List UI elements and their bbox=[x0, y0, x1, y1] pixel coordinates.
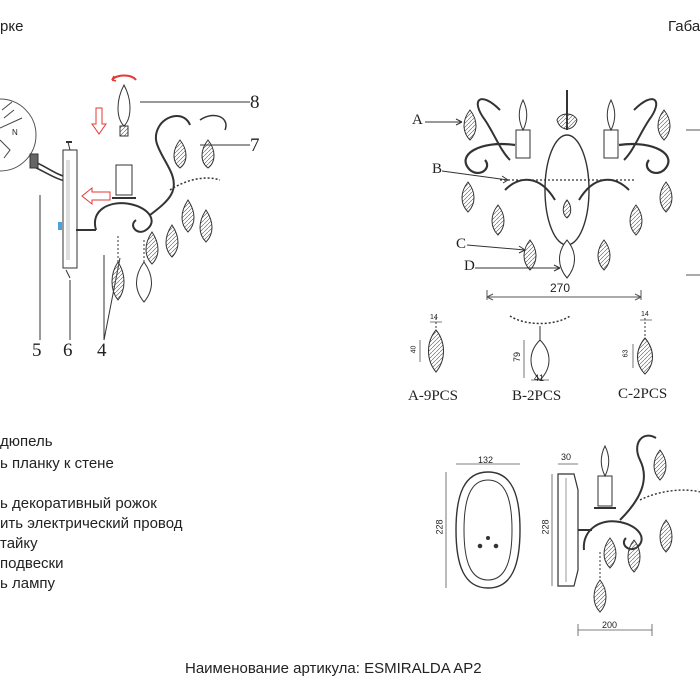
callout-8: 8 bbox=[250, 92, 260, 113]
pendant-b-chain bbox=[509, 315, 571, 325]
step-item: ить электрический провод bbox=[0, 515, 183, 532]
front-drop-crystal bbox=[559, 239, 575, 279]
front-view-diagram bbox=[425, 90, 700, 301]
detail-zoom-circle bbox=[0, 98, 37, 172]
front-candle-right bbox=[603, 129, 619, 159]
label-d: D bbox=[464, 258, 475, 274]
pendant-b-count: B-2PCS bbox=[512, 388, 562, 404]
step-item: тайку bbox=[0, 535, 38, 552]
pendant-a-width: 14 bbox=[430, 314, 438, 321]
assembly-section-title: рке bbox=[0, 18, 24, 35]
callout-7: 7 bbox=[250, 135, 260, 156]
pendant-a bbox=[428, 329, 444, 373]
candle-bulb-icon bbox=[117, 83, 131, 127]
compass-label: N bbox=[12, 128, 18, 137]
bottom-width: 200 bbox=[602, 620, 618, 630]
step-item: ь планку к стене bbox=[0, 455, 114, 472]
plate-height: 228 bbox=[434, 519, 445, 535]
pendant-b-height: 79 bbox=[512, 351, 523, 363]
mounting-dimensions bbox=[445, 434, 700, 636]
mount-arrow-icon bbox=[81, 186, 111, 206]
side-height: 228 bbox=[540, 519, 551, 535]
side-depth: 30 bbox=[561, 452, 572, 462]
wall-plate-front bbox=[455, 471, 521, 589]
candle-holder bbox=[115, 164, 133, 196]
lamp-arm bbox=[93, 202, 153, 233]
label-a: A bbox=[412, 112, 423, 128]
assembly-crystals bbox=[111, 139, 215, 303]
center-oval-frame bbox=[544, 134, 590, 246]
pendant-details bbox=[419, 315, 653, 381]
decorative-arm-curve bbox=[149, 115, 191, 216]
step-item: ь декоративный рожок bbox=[0, 495, 157, 512]
insert-arrow-icon bbox=[91, 107, 107, 135]
width-dimension: 270 bbox=[550, 281, 571, 295]
rotate-arrow-icon bbox=[111, 74, 137, 81]
step-item: подвески bbox=[0, 555, 64, 572]
article-name: Наименование артикула: ESMIRALDA AP2 bbox=[185, 660, 482, 677]
step-item: дюпель bbox=[0, 433, 53, 450]
callout-6: 6 bbox=[63, 340, 73, 361]
pendant-c-width: 14 bbox=[641, 311, 649, 318]
wall-plate-side-profile bbox=[557, 473, 579, 587]
callout-4: 4 bbox=[97, 340, 107, 361]
pendant-b-width: 41 bbox=[534, 373, 545, 383]
pendant-c-height: 63 bbox=[622, 349, 630, 358]
plate-width: 132 bbox=[478, 455, 494, 465]
callout-5: 5 bbox=[32, 340, 42, 361]
pendant-a-height: 40 bbox=[410, 345, 418, 354]
screw-icon bbox=[58, 222, 62, 230]
pendant-c-count: C-2PCS bbox=[618, 386, 668, 402]
dimensions-section-title: Габа bbox=[668, 18, 700, 35]
pendant-c bbox=[637, 337, 653, 375]
label-b: B bbox=[432, 161, 443, 177]
label-c: C bbox=[456, 236, 467, 252]
front-candle-left bbox=[515, 129, 531, 159]
pendant-a-count: A-9PCS bbox=[408, 388, 459, 404]
assembly-diagram bbox=[0, 74, 250, 341]
step-item: ь лампу bbox=[0, 575, 56, 592]
